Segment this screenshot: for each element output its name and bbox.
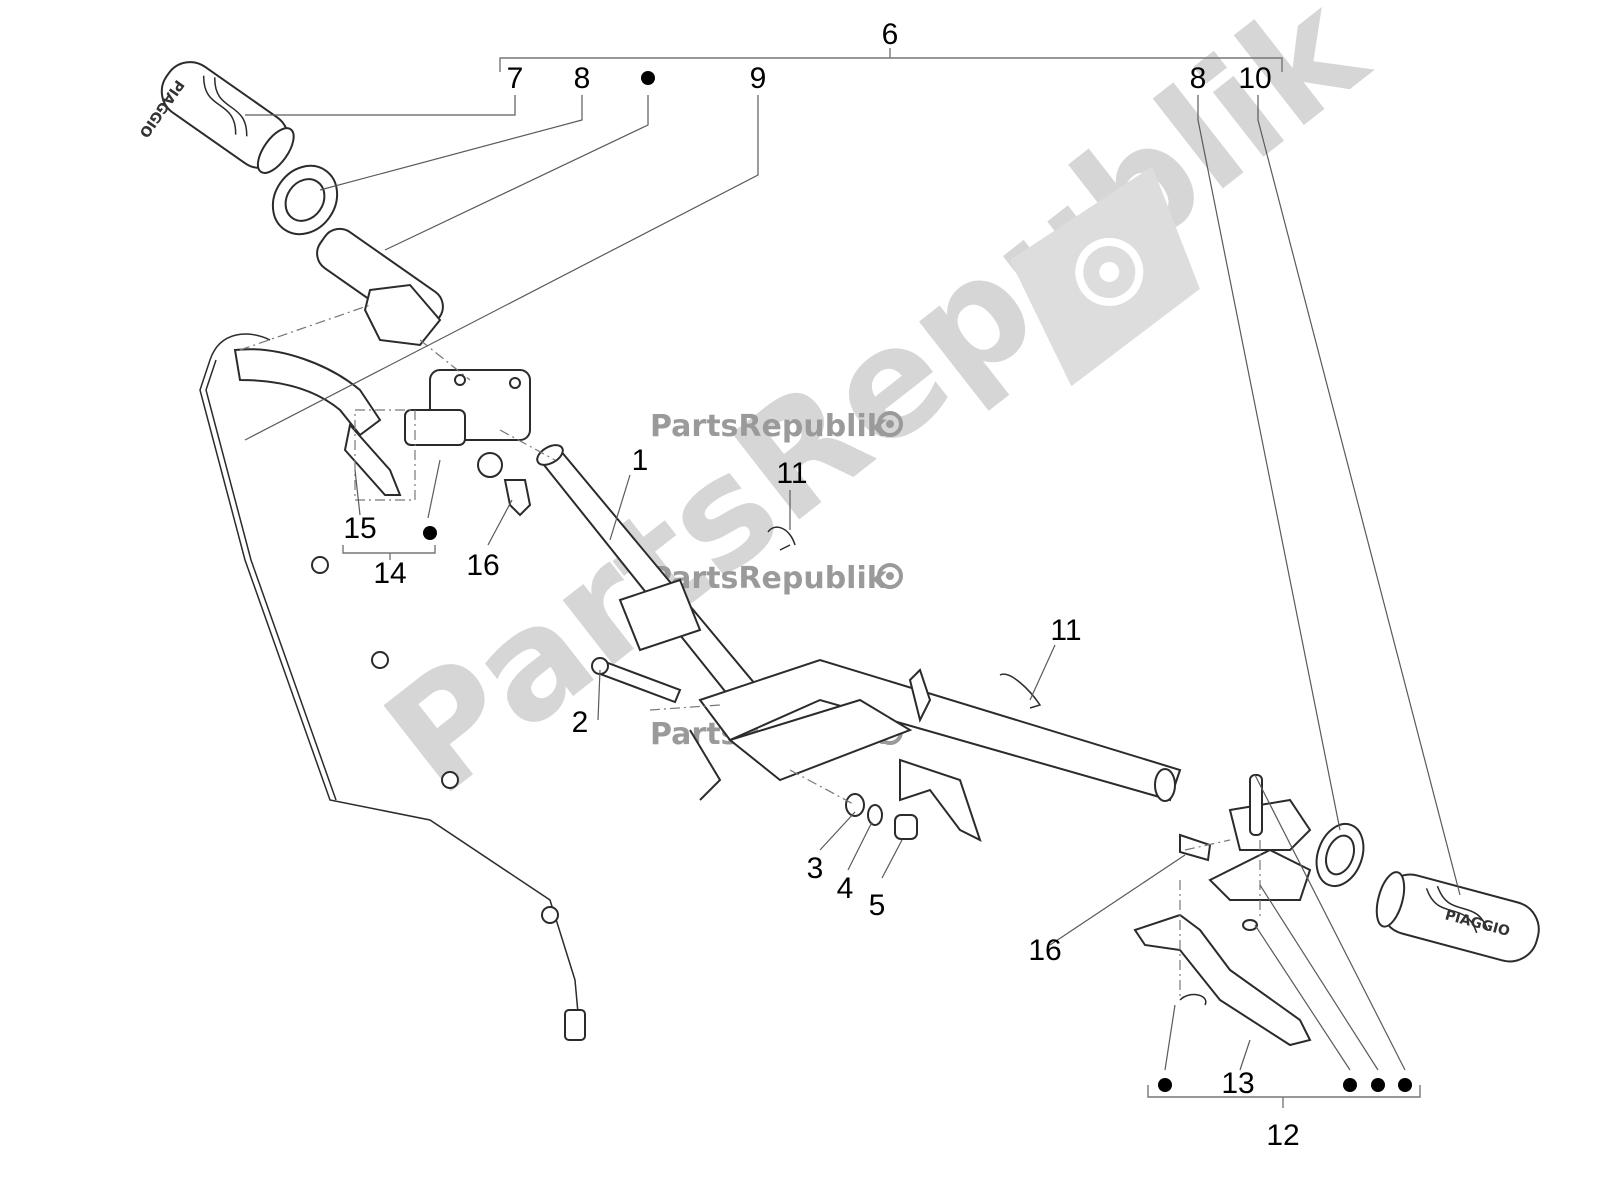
callout-9: 9: [750, 62, 767, 95]
callout-1: 1: [632, 444, 649, 477]
throttle-cable: [199, 333, 586, 1041]
left-grip: PIAGGIO: [136, 61, 295, 174]
left-brake-lever: [233, 348, 402, 496]
callout-10: 10: [1238, 62, 1271, 95]
callout-8-right: 8: [1190, 62, 1207, 95]
handlebar-frame: [536, 444, 1182, 842]
callout-8-left: 8: [574, 62, 591, 95]
left-brake-switch: [503, 479, 532, 517]
kit-dots: [423, 71, 1412, 1092]
nut: [894, 814, 918, 840]
callout-6: 6: [882, 18, 899, 51]
callout-16-right: 16: [1028, 934, 1061, 967]
clip-upper: [767, 526, 796, 551]
lever-pivot-clip: [1179, 993, 1207, 1006]
callout-3: 3: [807, 852, 824, 885]
group-14-bracket: [342, 545, 436, 560]
group-12-bracket: [1147, 1085, 1421, 1108]
callout-5: 5: [869, 889, 886, 922]
callout-2: 2: [572, 706, 589, 739]
callout-14: 14: [373, 557, 406, 590]
right-grip: PIAGGIO: [1375, 871, 1540, 963]
callout-13: 13: [1221, 1067, 1254, 1100]
lever-pin-washer: [1242, 919, 1258, 931]
leader-lines: [244, 95, 1461, 1071]
callout-16-left: 16: [466, 549, 499, 582]
watermark-flag-icon: [1010, 166, 1200, 387]
callout-7: 7: [507, 62, 524, 95]
callout-4: 4: [837, 872, 854, 905]
watermark-small-1: PartsRepublik: [650, 409, 903, 444]
spring-washer: [867, 804, 883, 826]
gear-icon: [877, 411, 903, 437]
callout-11-lower: 11: [1050, 614, 1081, 647]
callout-11-upper: 11: [776, 457, 807, 490]
callout-15: 15: [343, 512, 376, 545]
master-cylinder: [404, 369, 531, 478]
watermark-small-text: PartsRepublik: [650, 561, 888, 596]
watermark-small-2: PartsRepublik: [650, 561, 903, 596]
gear-icon: [877, 563, 903, 589]
right-brake-lever: [1133, 913, 1312, 1047]
callout-12: 12: [1266, 1119, 1299, 1152]
throttle-tube: [316, 227, 444, 347]
assembly-lines: [239, 304, 1261, 1000]
washer: [845, 793, 865, 817]
watermark-small-text: PartsRepublik: [650, 409, 888, 444]
left-grip-ring: [271, 164, 339, 236]
clip-lower: [999, 673, 1042, 709]
right-brake-switch: [1179, 833, 1212, 862]
group-6-bracket: [499, 48, 1283, 72]
callout-labels: 6 7 8 9 8 10 1 11 11 15 14 16 2 3 4 5 16…: [343, 18, 1299, 1152]
right-grip-ring: [1315, 823, 1365, 887]
